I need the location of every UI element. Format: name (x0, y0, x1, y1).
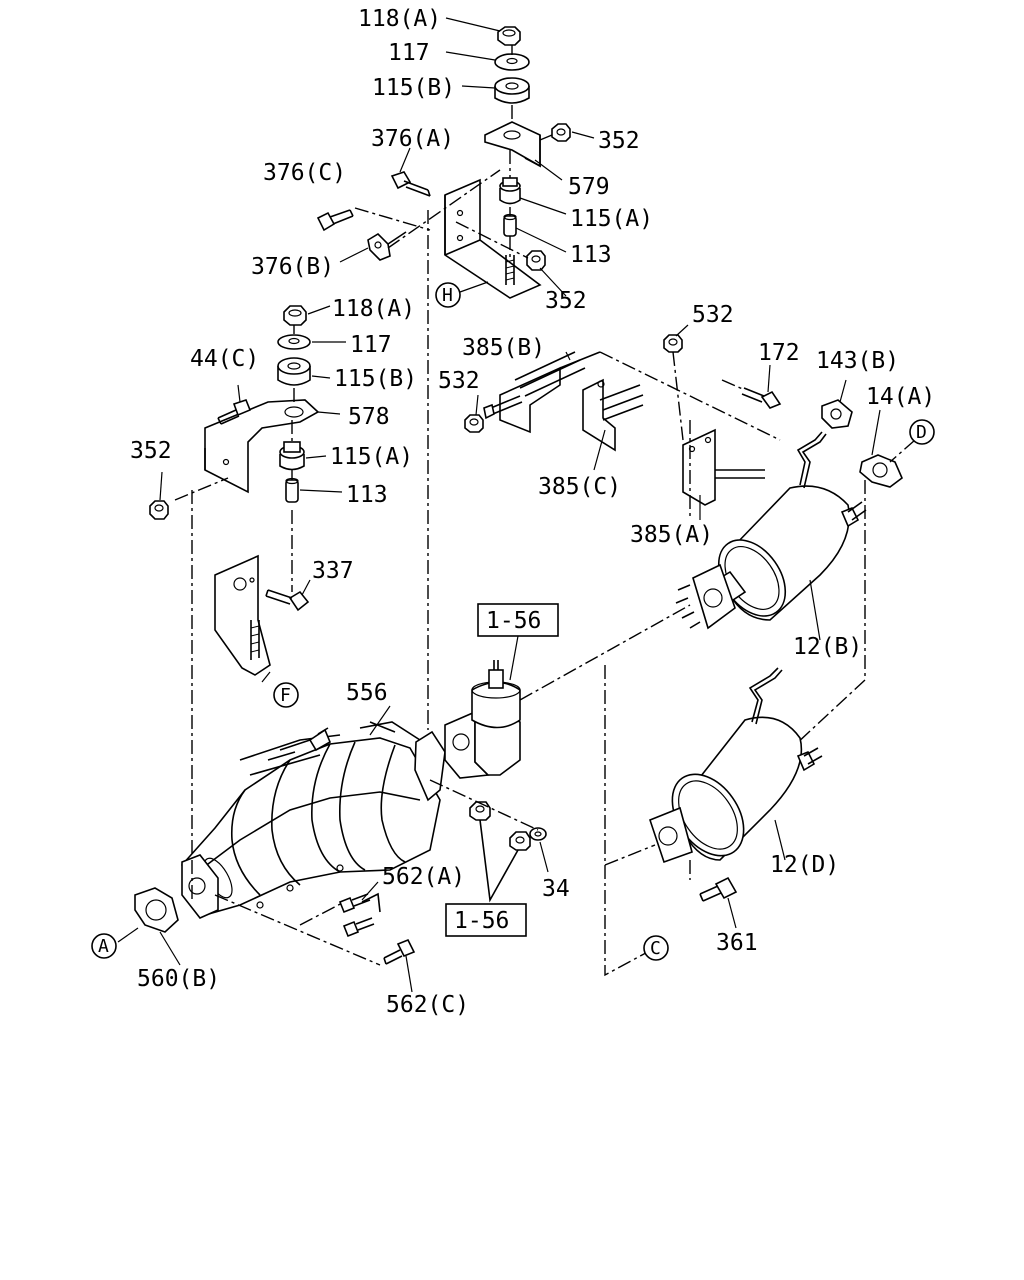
svg-text:C: C (650, 938, 661, 959)
label-385a: 385(A) (630, 522, 713, 548)
label-352-a: 352 (598, 128, 640, 154)
label-12b: 12(B) (793, 634, 862, 660)
bracket-part (204, 399, 320, 494)
muffler-12b (675, 409, 916, 746)
catalyst-556 (181, 705, 446, 966)
svg-text:H: H (442, 285, 453, 306)
bushing-part (279, 441, 305, 471)
sleeve-part (285, 477, 299, 503)
ref-marker-a: A (91, 933, 117, 959)
nut-part (464, 414, 484, 433)
label-115b-mid: 115(B) (334, 366, 417, 392)
label-376b: 376(B) (251, 254, 334, 280)
muffler-12d (604, 665, 823, 977)
label-34: 34 (542, 876, 570, 902)
bushing-part (499, 177, 521, 205)
bracket-part (682, 428, 765, 506)
top-mount-assembly (316, 17, 595, 730)
label-172: 172 (758, 340, 800, 366)
label-115b-top: 115(B) (372, 75, 455, 101)
label-532-b: 532 (692, 302, 734, 328)
bracket-part (484, 121, 541, 168)
bolt-part (383, 938, 416, 965)
nut-part (551, 123, 571, 142)
ref-marker-h: H (435, 282, 461, 308)
label-352-b: 352 (545, 288, 587, 314)
label-117-top: 117 (388, 40, 430, 66)
label-560b: 560(B) (137, 966, 220, 992)
label-113-top: 113 (570, 242, 612, 268)
bushing-part (494, 77, 530, 104)
label-12d: 12(D) (770, 852, 839, 878)
label-579: 579 (568, 174, 610, 200)
label-556: 556 (346, 680, 388, 706)
label-118a-top: 118(A) (358, 6, 441, 32)
label-14a: 14(A) (866, 384, 935, 410)
label-143b: 143(B) (816, 348, 899, 374)
label-562c: 562(C) (386, 992, 469, 1018)
l-bracket-part (444, 178, 542, 299)
label-352-c: 352 (130, 438, 172, 464)
nut-part (283, 305, 307, 326)
part-ref-box-bottom-label: 1-56 (454, 908, 509, 934)
gasket-part (859, 454, 903, 488)
label-562a: 562(A) (382, 864, 465, 890)
label-115a-top: 115(A) (570, 206, 653, 232)
gasket-part (134, 887, 179, 933)
label-117-mid: 117 (350, 332, 392, 358)
washer-part (529, 827, 547, 841)
valve-part: 1-56 (444, 603, 691, 779)
clamp-part (821, 399, 853, 429)
bracket-part (499, 351, 601, 434)
bracket-part (214, 554, 271, 676)
svg-text:A: A (98, 936, 109, 957)
bracket-385-assembly (464, 324, 853, 520)
nut-part (526, 250, 546, 271)
label-115a-mid: 115(A) (330, 444, 413, 470)
part-ref-box-top (477, 603, 559, 637)
label-44c: 44(C) (190, 346, 259, 372)
label-578: 578 (348, 404, 390, 430)
label-376c: 376(C) (263, 160, 346, 186)
reference-markers: H F D A C (91, 282, 935, 961)
label-532-a: 532 (438, 368, 480, 394)
mid-mount-assembly (149, 305, 346, 860)
label-118a-mid: 118(A) (332, 296, 415, 322)
label-376a: 376(A) (371, 126, 454, 152)
part-labels: 118(A) 117 115(B) 352 376(A) 376(C) 579 … (130, 6, 935, 1018)
label-385c: 385(C) (538, 474, 621, 500)
nut-part (149, 500, 169, 520)
bracket-part (582, 378, 644, 452)
part-ref-box-bottom (445, 903, 527, 937)
sleeve-part (503, 213, 517, 237)
ref-marker-c: C (643, 935, 669, 961)
ref-marker-d: D (909, 419, 935, 445)
bolt-part (741, 387, 782, 409)
nut-part (663, 334, 683, 353)
svg-text:D: D (916, 422, 927, 443)
bolt-part (265, 589, 310, 612)
clip-part (367, 231, 407, 261)
label-385b: 385(B) (462, 335, 545, 361)
bolt-part (316, 209, 354, 232)
nut-part (497, 26, 521, 46)
label-361: 361 (716, 930, 758, 956)
bolt-part (390, 171, 431, 197)
part-ref-box-top-label: 1-56 (486, 608, 541, 634)
ref-marker-f: F (273, 682, 299, 708)
bolt-part (338, 892, 381, 938)
bolt-part (483, 395, 523, 420)
bolt-part (699, 876, 738, 902)
svg-text:F: F (280, 685, 291, 706)
washer-part (494, 53, 530, 71)
bolt-part (217, 399, 252, 425)
washer-part (277, 334, 311, 350)
nut-part (509, 831, 531, 851)
label-337: 337 (312, 558, 354, 584)
nut-part (469, 801, 491, 821)
bushing-part (277, 357, 311, 386)
label-113-mid: 113 (346, 482, 388, 508)
